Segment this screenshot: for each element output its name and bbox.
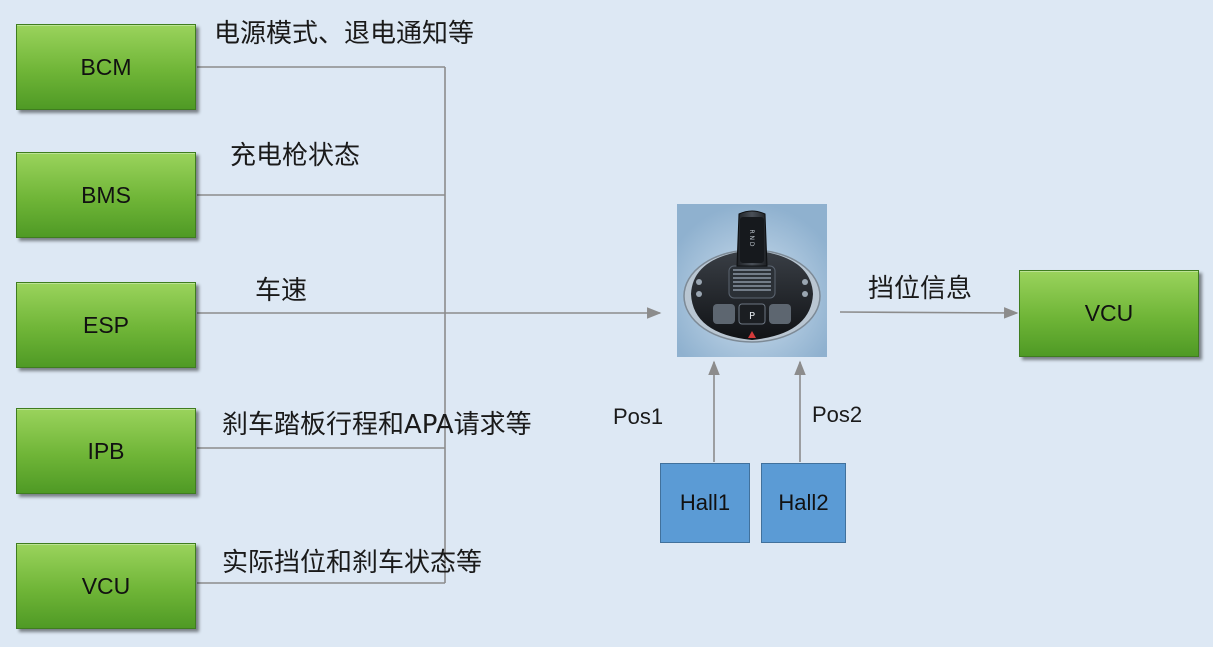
module-vcu: VCU [16, 543, 196, 629]
gear-shifter-image: R N D P [677, 204, 827, 357]
signal-label-gear-info: 挡位信息 [868, 274, 973, 304]
module-esp: ESP [16, 282, 196, 368]
shifter-park-glyph: P [749, 311, 755, 322]
module-bcm: BCM [16, 24, 196, 110]
arrow-shifter-to-vcu [839, 307, 1019, 319]
shifter-rnd-glyphs: R N D [748, 229, 755, 246]
signal-label-bcm: 电源模式、退电通知等 [214, 19, 475, 49]
signal-label-bms: 充电枪状态 [230, 141, 361, 171]
module-bms: BMS [16, 152, 196, 238]
signal-label-pos1: Pos1 [613, 404, 664, 429]
signal-label-pos2: Pos2 [812, 402, 863, 427]
signal-label-vcu: 实际挡位和刹车状态等 [222, 548, 483, 578]
module-vcu-output: VCU [1019, 270, 1199, 357]
sensor-hall1: Hall1 [660, 463, 750, 543]
module-ipb: IPB [16, 408, 196, 494]
signal-label-ipb: 刹车踏板行程和APA请求等 [222, 410, 532, 440]
signal-label-esp: 车速 [255, 276, 308, 306]
sensor-hall2: Hall2 [761, 463, 846, 543]
